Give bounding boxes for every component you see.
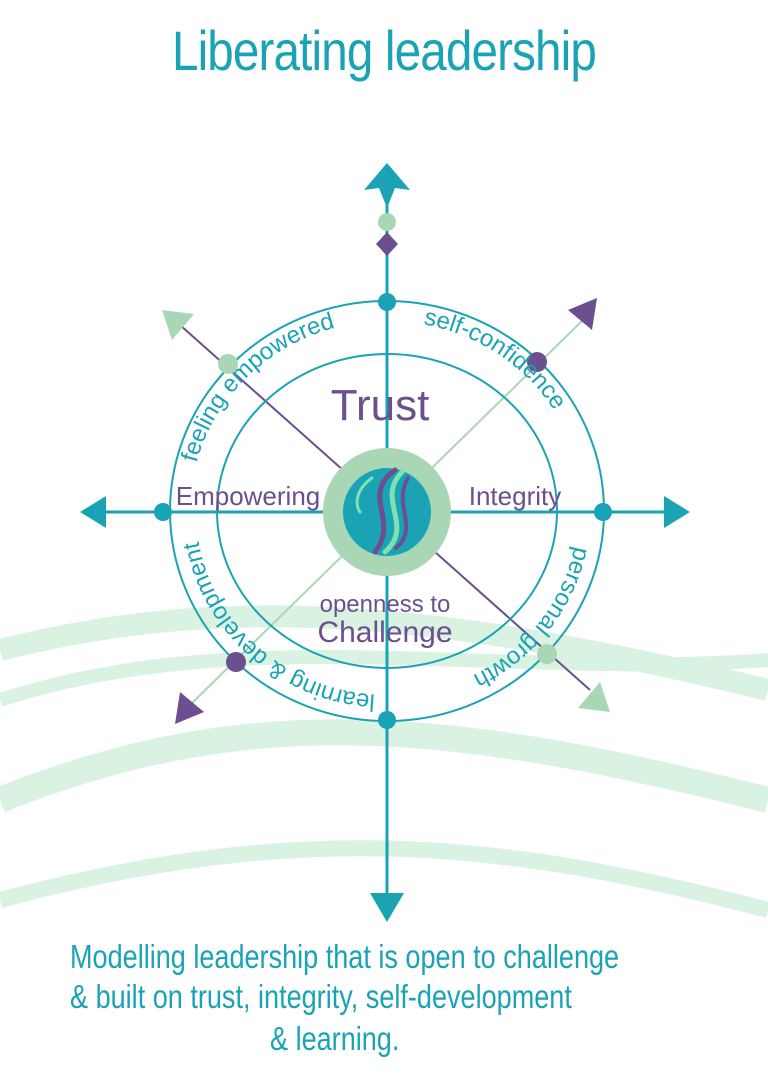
label-trust: Trust <box>331 381 430 430</box>
ring-label-self-confidence: self-confidence <box>422 304 572 415</box>
arrowhead-sw-icon <box>175 692 204 724</box>
north-diamond-icon <box>376 232 398 256</box>
label-integrity: Integrity <box>469 481 562 511</box>
center-inner-circle <box>343 468 431 556</box>
arrowhead-se-icon <box>578 682 610 712</box>
dot-n <box>378 293 396 311</box>
inner-ring <box>216 353 558 669</box>
ring-label-feeling-empowered: feeling empowered <box>176 307 337 464</box>
arrowhead-north-icon <box>364 163 410 208</box>
dot-w <box>154 503 172 521</box>
arrowhead-west-icon <box>80 496 106 528</box>
arrowhead-east-icon <box>664 496 690 528</box>
ring-label-personal-growth: personal growth <box>470 545 595 695</box>
dot-s <box>378 711 396 729</box>
arrowhead-south-icon <box>370 893 404 922</box>
dot-e <box>594 503 612 521</box>
caption-line-1: Modelling leadership that is open to cha… <box>70 938 620 975</box>
label-openness-to: openness to <box>320 591 451 618</box>
background-waves <box>0 605 768 918</box>
north-green-dot <box>378 213 396 231</box>
dot-ne <box>527 352 547 372</box>
dot-se <box>537 644 557 664</box>
center-flame-logo-icon <box>355 467 410 555</box>
dot-nw <box>218 354 238 374</box>
caption-line-3: & learning. <box>270 1020 400 1057</box>
arrowhead-nw-icon <box>162 310 194 340</box>
label-empowering: Empowering <box>176 481 321 511</box>
diagram-title: Liberating leadership <box>171 19 597 82</box>
dot-sw <box>226 652 246 672</box>
label-challenge: Challenge <box>317 616 452 649</box>
caption-line-2: & built on trust, integrity, self-develo… <box>70 978 572 1015</box>
arrowhead-ne-icon <box>568 298 597 330</box>
